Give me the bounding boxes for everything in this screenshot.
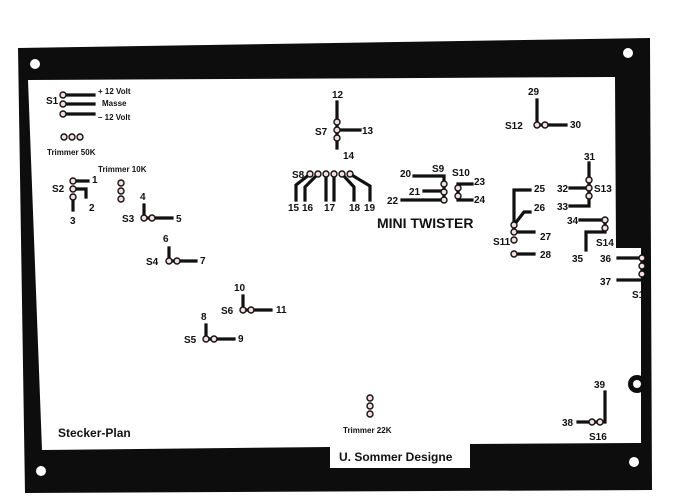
connector-s12: S12 29 30	[505, 87, 582, 132]
switch-label-s16: S16	[589, 432, 607, 443]
switch-label-s2: S2	[52, 184, 65, 195]
trimmer-10k: Trimmer 10K	[98, 165, 147, 203]
power-connector-s1: S1 + 12 Volt Masse – 12 Volt	[46, 87, 131, 122]
switch-label-s14: S14	[596, 238, 614, 249]
pin-11: 11	[276, 305, 287, 316]
connector-s11: S11 25 26 27 28	[493, 184, 552, 261]
connector-s5: S5 8 9	[184, 312, 244, 346]
pin-15: 15	[288, 203, 300, 214]
switch-label-s15: S15	[632, 290, 650, 301]
switch-label-s10: S10	[452, 168, 470, 179]
mount-ring-right-hole	[633, 380, 641, 388]
pin-37: 37	[600, 277, 612, 288]
trimmer-50k-label: Trimmer 50K	[47, 148, 96, 157]
pin-19: 19	[364, 203, 376, 214]
pin-16: 16	[302, 203, 314, 214]
pin-3: 3	[70, 216, 76, 227]
pin-25: 25	[534, 184, 546, 195]
switch-label-s1: S1	[46, 96, 59, 107]
switch-label-s4: S4	[146, 257, 159, 268]
pin-14: 14	[343, 151, 355, 162]
mount-hole-top-right	[623, 48, 633, 58]
pin-2: 2	[89, 203, 95, 214]
mount-hole-top-left	[30, 59, 40, 69]
switch-label-s8: S8	[292, 170, 305, 181]
pin-18: 18	[349, 203, 361, 214]
pin-32: 32	[557, 184, 569, 195]
connector-s3: S3 4 5	[122, 192, 182, 225]
switch-label-s7: S7	[315, 127, 328, 138]
board-frame	[18, 38, 652, 493]
switch-label-s3: S3	[122, 214, 135, 225]
pin-36: 36	[600, 254, 612, 265]
connector-s13: S13 31 32 33	[557, 152, 612, 213]
connector-s16: 39 38 S16	[562, 380, 607, 443]
author-label: U. Sommer Designe	[339, 450, 453, 464]
connector-s2: S2 1 2 3	[52, 175, 98, 227]
power-label-minus: – 12 Volt	[98, 113, 131, 122]
pin-13: 13	[362, 126, 374, 137]
pin-29: 29	[528, 87, 540, 98]
pin-22: 22	[387, 196, 399, 207]
switch-label-s6: S6	[221, 306, 234, 317]
pin-12: 12	[332, 90, 344, 101]
pin-35: 35	[572, 254, 584, 265]
power-label-plus: + 12 Volt	[98, 87, 131, 96]
pin-7: 7	[200, 256, 206, 267]
pin-27: 27	[540, 232, 552, 243]
pin-24: 24	[474, 195, 486, 206]
connector-s10: S10 23 24	[452, 168, 486, 206]
plan-label: Stecker-Plan	[58, 426, 131, 440]
trimmer-22k: Trimmer 22K	[343, 394, 392, 435]
connector-s4: S4 6 7	[146, 234, 206, 268]
pin-4: 4	[140, 192, 146, 203]
connector-s7: S7 12 13 14	[315, 90, 374, 162]
pin-30: 30	[570, 120, 582, 131]
pin-5: 5	[176, 214, 182, 225]
pin-33: 33	[557, 202, 569, 213]
pin-26: 26	[534, 203, 546, 214]
pin-1: 1	[92, 175, 98, 186]
connector-s15: 36 37 S15	[600, 254, 650, 301]
switch-label-s12: S12	[505, 121, 523, 132]
connector-s9: S9 20 21 22	[387, 164, 448, 207]
connector-s14: S14 34 35	[567, 216, 614, 265]
pin-6: 6	[163, 234, 169, 245]
pin-39: 39	[594, 380, 606, 391]
switch-label-s13: S13	[594, 184, 612, 195]
trimmer-22k-label: Trimmer 22K	[343, 426, 392, 435]
switch-label-s5: S5	[184, 335, 197, 346]
board-title: MINI TWISTER	[377, 215, 473, 231]
connector-s8: S8 15 16 17 18 19	[288, 170, 376, 214]
pin-20: 20	[400, 169, 412, 180]
pin-10: 10	[234, 283, 246, 294]
pin-17: 17	[324, 203, 336, 214]
trimmer-10k-label: Trimmer 10K	[98, 165, 147, 174]
switch-label-s11: S11	[493, 237, 511, 248]
connector-s6: S6 10 11	[221, 283, 287, 317]
pin-34: 34	[567, 216, 579, 227]
pin-31: 31	[584, 152, 596, 163]
mount-hole-bottom-right	[629, 457, 639, 467]
pin-28: 28	[540, 250, 552, 261]
mount-hole-bottom-left	[36, 466, 46, 476]
power-label-ground: Masse	[102, 99, 127, 108]
pin-38: 38	[562, 418, 574, 429]
switch-label-s9: S9	[432, 164, 445, 175]
pin-8: 8	[201, 312, 207, 323]
trimmer-50k: Trimmer 50K	[47, 133, 96, 157]
pin-21: 21	[409, 187, 421, 198]
pin-23: 23	[474, 177, 486, 188]
pin-9: 9	[238, 334, 244, 345]
